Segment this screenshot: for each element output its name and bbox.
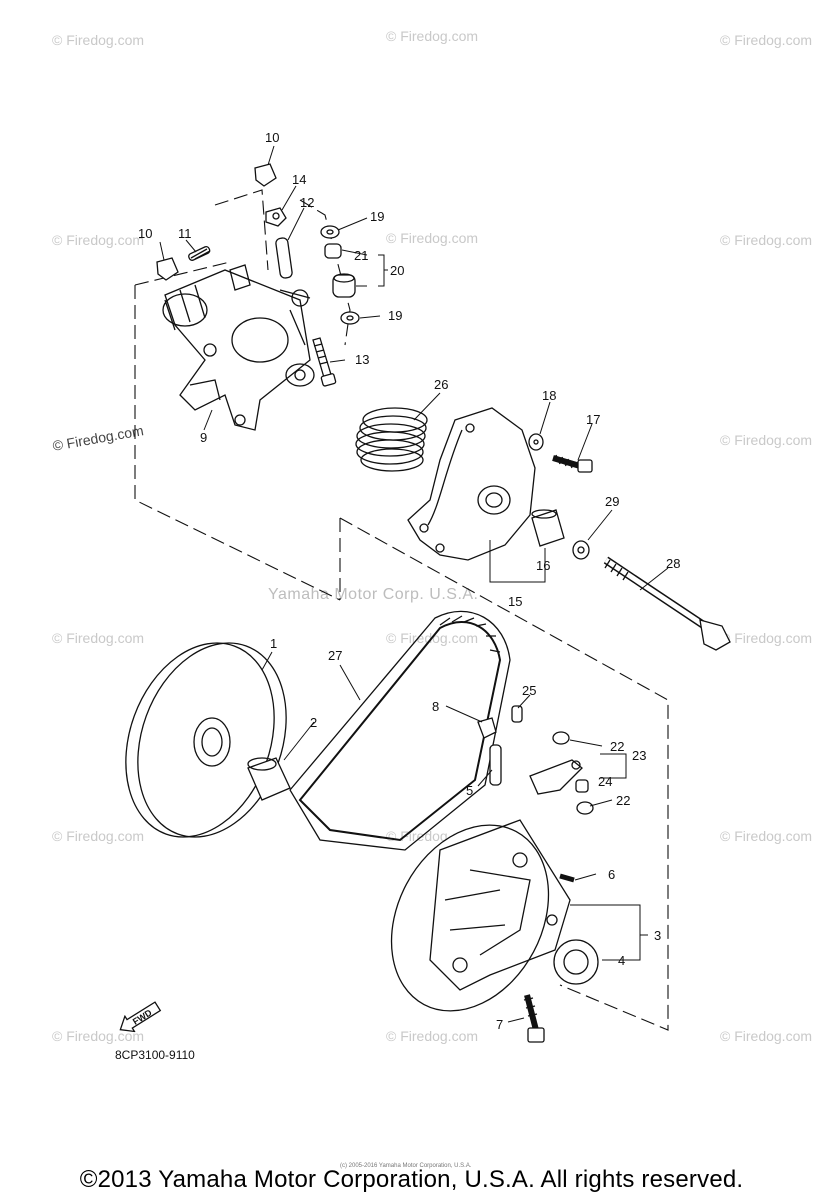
callout-5: 5 (466, 783, 474, 798)
tiny-copyright-note: (c) 2005-2016 Yamaha Motor Corporation, … (340, 1163, 472, 1169)
spider-cover-15 (407, 407, 536, 561)
slider-10a (254, 163, 277, 187)
spring-26 (355, 407, 428, 472)
bushing-16 (531, 509, 565, 547)
drive-belt-27 (289, 610, 511, 851)
callout-16: 16 (536, 558, 551, 573)
callout-27: 27 (328, 648, 343, 663)
watermark: © Firedog.com (720, 828, 813, 844)
watermark: © Firedog.com (386, 28, 479, 44)
callout-1: 1 (270, 636, 278, 651)
callout-26: 26 (434, 377, 449, 392)
callout-17: 17 (586, 412, 601, 427)
watermark: © Firedog.com (52, 630, 145, 646)
watermark: © Firedog.com (720, 432, 813, 448)
watermark: © Firedog.com (720, 32, 813, 48)
washer-22b (576, 801, 594, 815)
washer-18 (528, 433, 544, 451)
callout-10: 10 (138, 226, 153, 241)
callout-14: 14 (292, 172, 307, 187)
watermark: © Firedog.com (52, 232, 145, 248)
bolt-17 (552, 454, 593, 473)
watermark: © Firedog.com (52, 1028, 145, 1044)
leader-lines (159, 145, 669, 1023)
callout-12: 12 (300, 195, 315, 210)
callout-21: 21 (354, 248, 369, 263)
callout-4: 4 (618, 953, 626, 968)
callout-2: 2 (310, 715, 318, 730)
callout-23: 23 (632, 748, 647, 763)
copyright-footer: ©2013 Yamaha Motor Corporation, U.S.A. A… (79, 1166, 744, 1193)
callout-13: 13 (355, 352, 370, 367)
nut-14 (265, 207, 287, 227)
watermark: © Firedog.com (52, 32, 145, 48)
bushing-21 (324, 243, 342, 259)
callout-6: 6 (608, 867, 616, 882)
washer-19b (340, 311, 360, 325)
bolt-13 (312, 337, 337, 387)
pin-12 (275, 237, 293, 279)
watermark: © Firedog.com (386, 1028, 479, 1044)
roller-20 (332, 273, 356, 298)
watermark: © Firedog.com (720, 232, 813, 248)
nut-8 (477, 717, 497, 739)
arm-23 (529, 759, 583, 795)
bushing-2 (247, 757, 291, 801)
pin-5 (489, 744, 502, 786)
sliding-sheave-1 (125, 642, 287, 838)
bolt-28 (603, 556, 731, 651)
pin-25 (511, 705, 523, 723)
callout-25: 25 (522, 683, 537, 698)
fwd-arrow-icon: FWD (119, 1001, 162, 1033)
pin-11 (188, 245, 211, 261)
watermark: © Firedog.com (52, 828, 145, 844)
washer-19a (320, 225, 340, 239)
primary-spider-hub (162, 264, 315, 431)
watermark: © Firedog.com (720, 1028, 813, 1044)
slider-10b (156, 257, 179, 281)
washer-29 (572, 540, 590, 560)
callout-11: 11 (178, 226, 192, 241)
callout-22: 22 (610, 739, 625, 754)
callout-7: 7 (496, 1017, 504, 1032)
callout-19: 19 (388, 308, 403, 323)
callout-24: 24 (598, 774, 613, 789)
bushing-4 (553, 939, 599, 985)
bolt-7 (523, 994, 545, 1043)
callout-19: 19 (370, 209, 385, 224)
callout-15: 15 (508, 594, 523, 609)
callout-29: 29 (605, 494, 620, 509)
callout-28: 28 (666, 556, 681, 571)
callout-3: 3 (654, 928, 662, 943)
watermark: © Firedog.com (720, 630, 813, 646)
bushing-24 (575, 779, 589, 793)
screw-6 (559, 873, 575, 883)
watermark: © Firedog.com (386, 230, 479, 246)
callout-8: 8 (432, 699, 440, 714)
callout-9: 9 (200, 430, 208, 445)
fixed-sheave-3 (390, 819, 571, 1012)
washer-22a (552, 731, 570, 745)
callout-20: 20 (390, 263, 405, 278)
callout-18: 18 (542, 388, 557, 403)
assembly-frame-dashed (134, 189, 669, 1031)
diagram-code: 8CP3100-9110 (115, 1048, 195, 1062)
callout-10: 10 (265, 130, 280, 145)
callout-22: 22 (616, 793, 631, 808)
